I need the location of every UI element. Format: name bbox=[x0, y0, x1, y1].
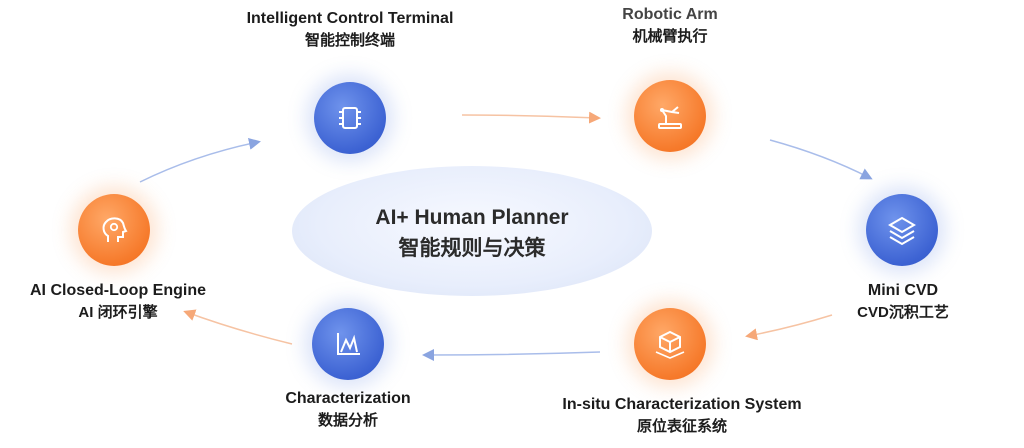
terminal-label-en: Intelligent Control Terminal bbox=[246, 10, 454, 27]
cvd-node bbox=[866, 194, 938, 266]
layers-icon bbox=[888, 216, 916, 246]
char-node bbox=[312, 308, 384, 380]
head-gear-icon bbox=[102, 217, 128, 242]
chart-icon bbox=[337, 333, 360, 355]
engine-label-en: AI Closed-Loop Engine bbox=[30, 282, 206, 299]
arm-label-en: Robotic Arm bbox=[622, 6, 718, 23]
engine-label-zh: AI 闭环引擎 bbox=[78, 304, 158, 321]
arrow-arm-to-cvd bbox=[769, 139, 873, 180]
char-label-zh: 数据分析 bbox=[317, 412, 378, 429]
char-label: Characterization 数据分析 bbox=[268, 388, 428, 432]
arrow-cvd-to-insitu bbox=[745, 314, 833, 341]
terminal-label-zh: 智能控制终端 bbox=[304, 32, 395, 49]
arm-label-zh: 机械臂执行 bbox=[632, 28, 708, 45]
insitu-label-zh: 原位表征系统 bbox=[636, 418, 727, 435]
arrow-terminal-to-arm bbox=[461, 111, 601, 124]
arm-label: Robotic Arm 机械臂执行 bbox=[580, 4, 760, 48]
terminal-label: Intelligent Control Terminal 智能控制终端 bbox=[230, 8, 470, 52]
center-planner: AI+ Human Planner 智能规则与决策 bbox=[292, 166, 652, 296]
arrow-insitu-to-char bbox=[422, 348, 601, 361]
center-title-en: AI+ Human Planner bbox=[375, 206, 569, 229]
engine-label: AI Closed-Loop Engine AI 闭环引擎 bbox=[14, 280, 222, 324]
arrow-char-to-engine bbox=[183, 309, 293, 345]
center-title-zh: 智能规则与决策 bbox=[398, 237, 546, 260]
insitu-node bbox=[634, 308, 706, 380]
cube-icon bbox=[655, 330, 685, 359]
insitu-label-en: In-situ Characterization System bbox=[562, 396, 802, 413]
arm-node bbox=[634, 80, 706, 152]
robotic-arm-icon bbox=[658, 106, 682, 129]
cvd-label-zh: CVD沉积工艺 bbox=[857, 304, 949, 321]
cvd-label-en: Mini CVD bbox=[867, 282, 939, 299]
terminal-node bbox=[314, 82, 386, 154]
insitu-label: In-situ Characterization System 原位表征系统 bbox=[540, 394, 824, 438]
chip-icon bbox=[339, 107, 361, 129]
arrow-engine-to-terminal bbox=[139, 137, 261, 183]
char-label-en: Characterization bbox=[285, 390, 411, 407]
engine-node bbox=[78, 194, 150, 266]
cvd-label: Mini CVD CVD沉积工艺 bbox=[820, 280, 986, 324]
